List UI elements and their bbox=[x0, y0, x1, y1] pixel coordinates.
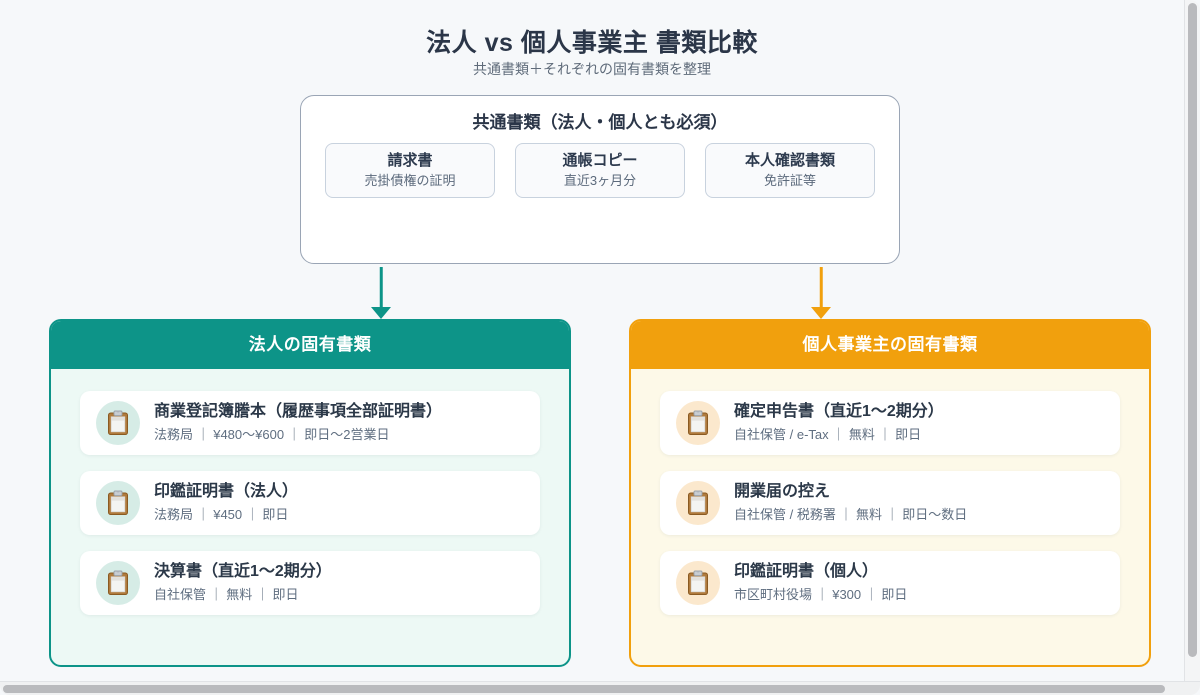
common-card-identity: 本人確認書類 免許証等 bbox=[705, 143, 875, 199]
list-item: 決算書（直近1〜2期分） 自社保管 ｜ 無料 ｜ 即日 bbox=[80, 551, 540, 615]
doc-text: 決算書（直近1〜2期分） 自社保管 ｜ 無料 ｜ 即日 bbox=[154, 562, 524, 605]
doc-meta: 法務局 ｜ ¥450 ｜ 即日 bbox=[154, 507, 289, 523]
doc-title: 決算書（直近1〜2期分） bbox=[154, 562, 332, 580]
vertical-scrollbar-thumb[interactable] bbox=[1188, 3, 1197, 657]
doc-text: 開業届の控え 自社保管 / 税務署 ｜ 無料 ｜ 即日〜数日 bbox=[734, 482, 1104, 525]
clipboard-icon bbox=[676, 481, 720, 525]
horizontal-scrollbar-track[interactable] bbox=[0, 681, 1200, 695]
common-card-bankbook: 通帳コピー 直近3ヶ月分 bbox=[515, 143, 685, 199]
arrow-down-orange-icon bbox=[810, 267, 832, 319]
page-subtitle: 共通書類＋それぞれの固有書類を整理 bbox=[473, 61, 711, 77]
arrow-head bbox=[371, 307, 391, 319]
doc-text: 確定申告書（直近1〜2期分） 自社保管 / e-Tax ｜ 無料 ｜ 即日 bbox=[734, 402, 1104, 445]
doc-text: 商業登記簿謄本（履歴事項全部証明書） 法務局 ｜ ¥480〜¥600 ｜ 即日〜… bbox=[154, 402, 524, 445]
common-card-title: 通帳コピー bbox=[562, 152, 638, 169]
list-item: 印鑑証明書（個人） 市区町村役場 ｜ ¥300 ｜ 即日 bbox=[660, 551, 1120, 615]
common-card-subtitle: 直近3ヶ月分 bbox=[563, 173, 637, 189]
doc-title: 開業届の控え bbox=[734, 482, 831, 500]
list-item: 開業届の控え 自社保管 / 税務署 ｜ 無料 ｜ 即日〜数日 bbox=[660, 471, 1120, 535]
panel-corporate-body: 商業登記簿謄本（履歴事項全部証明書） 法務局 ｜ ¥480〜¥600 ｜ 即日〜… bbox=[51, 369, 569, 615]
doc-title: 確定申告書（直近1〜2期分） bbox=[734, 402, 944, 420]
common-card-title: 請求書 bbox=[387, 152, 433, 169]
doc-meta: 自社保管 / e-Tax ｜ 無料 ｜ 即日 bbox=[734, 427, 922, 443]
doc-title: 印鑑証明書（個人） bbox=[734, 562, 879, 580]
clipboard-icon bbox=[96, 561, 140, 605]
common-documents-box: 共通書類（法人・個人とも必須） 請求書 売掛債権の証明 通帳コピー 直近3ヶ月分… bbox=[300, 95, 900, 264]
clipboard-icon bbox=[676, 401, 720, 445]
common-cards-row: 請求書 売掛債権の証明 通帳コピー 直近3ヶ月分 本人確認書類 免許証等 bbox=[301, 143, 899, 199]
common-card-title: 本人確認書類 bbox=[744, 152, 835, 169]
doc-title: 印鑑証明書（法人） bbox=[154, 482, 299, 500]
arrow-stem bbox=[379, 267, 383, 308]
doc-meta: 市区町村役場 ｜ ¥300 ｜ 即日 bbox=[734, 587, 908, 603]
doc-text: 印鑑証明書（法人） 法務局 ｜ ¥450 ｜ 即日 bbox=[154, 482, 524, 525]
clipboard-icon bbox=[676, 561, 720, 605]
doc-text: 印鑑証明書（個人） 市区町村役場 ｜ ¥300 ｜ 即日 bbox=[734, 562, 1104, 605]
clipboard-icon bbox=[96, 481, 140, 525]
arrow-down-teal-icon bbox=[370, 267, 392, 319]
doc-title: 商業登記簿謄本（履歴事項全部証明書） bbox=[154, 402, 443, 420]
arrow-head bbox=[811, 307, 831, 319]
clipboard-icon bbox=[96, 401, 140, 445]
arrow-stem bbox=[819, 267, 823, 308]
page-title: 法人 vs 個人事業主 書類比較 bbox=[426, 29, 758, 57]
common-card-subtitle: 免許証等 bbox=[763, 173, 816, 189]
vertical-scrollbar-track[interactable] bbox=[1184, 0, 1200, 681]
doc-meta: 自社保管 ｜ 無料 ｜ 即日 bbox=[154, 587, 299, 603]
panel-sole-proprietor-body: 確定申告書（直近1〜2期分） 自社保管 / e-Tax ｜ 無料 ｜ 即日 開業… bbox=[631, 369, 1149, 615]
common-documents-title: 共通書類（法人・個人とも必須） bbox=[472, 113, 728, 132]
doc-meta: 自社保管 / 税務署 ｜ 無料 ｜ 即日〜数日 bbox=[734, 507, 968, 523]
common-card-invoice: 請求書 売掛債権の証明 bbox=[325, 143, 495, 199]
doc-meta: 法務局 ｜ ¥480〜¥600 ｜ 即日〜2営業日 bbox=[154, 427, 390, 443]
list-item: 印鑑証明書（法人） 法務局 ｜ ¥450 ｜ 即日 bbox=[80, 471, 540, 535]
panel-sole-proprietor-title: 個人事業主の固有書類 bbox=[631, 321, 1149, 369]
list-item: 商業登記簿謄本（履歴事項全部証明書） 法務局 ｜ ¥480〜¥600 ｜ 即日〜… bbox=[80, 391, 540, 455]
panel-sole-proprietor: 個人事業主の固有書類 確定申告書（直近1〜2期分） 自社保管 / e-Tax ｜… bbox=[629, 319, 1151, 667]
list-item: 確定申告書（直近1〜2期分） 自社保管 / e-Tax ｜ 無料 ｜ 即日 bbox=[660, 391, 1120, 455]
panel-corporate: 法人の固有書類 商業登記簿謄本（履歴事項全部証明書） 法務局 ｜ ¥480〜¥6… bbox=[49, 319, 571, 667]
panel-corporate-title: 法人の固有書類 bbox=[51, 321, 569, 369]
horizontal-scrollbar-thumb[interactable] bbox=[3, 685, 1165, 693]
common-card-subtitle: 売掛債権の証明 bbox=[364, 173, 456, 189]
